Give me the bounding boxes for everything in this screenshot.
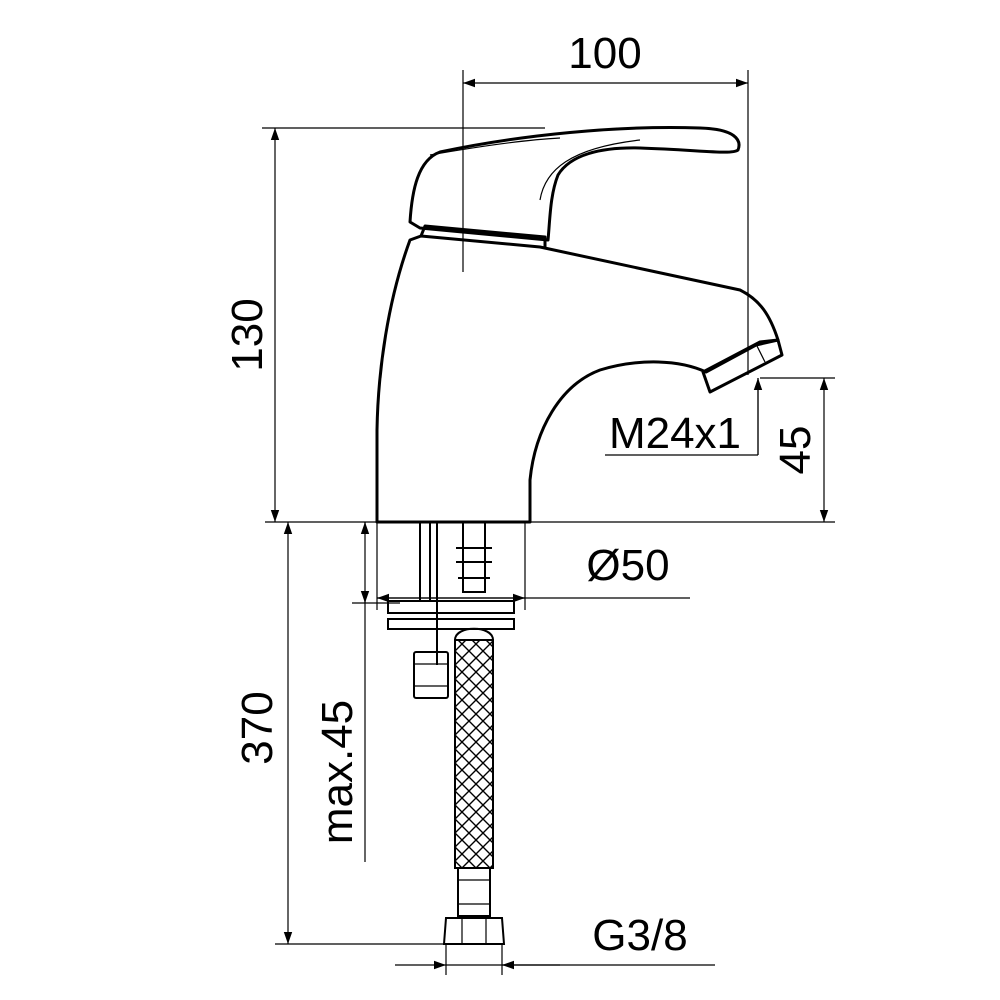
dimension-aerator-thread: M24x1 [605, 378, 763, 458]
width-top-label: 100 [568, 29, 641, 78]
dimension-overall-below: 370 [233, 522, 446, 945]
height-body-label: 130 [223, 298, 272, 371]
dimension-connector-thread: G3/8 [395, 911, 715, 975]
dimension-max-thickness: max.45 [313, 522, 400, 862]
spout-height-label: 45 [771, 426, 820, 475]
mounting-assembly [387, 521, 515, 945]
max-thickness-label: max.45 [313, 700, 362, 844]
dimension-spout-height: 45 [760, 377, 835, 522]
dimension-height-body: 130 [223, 127, 545, 522]
faucet-body [375, 125, 784, 524]
dimension-width-top: 100 [462, 29, 749, 375]
dimension-base-diameter: Ø50 [376, 522, 690, 610]
base-diameter-label: Ø50 [586, 541, 669, 590]
overall-below-label: 370 [233, 691, 282, 764]
aerator-thread-label: M24x1 [609, 409, 741, 458]
connector-thread-label: G3/8 [592, 911, 687, 960]
